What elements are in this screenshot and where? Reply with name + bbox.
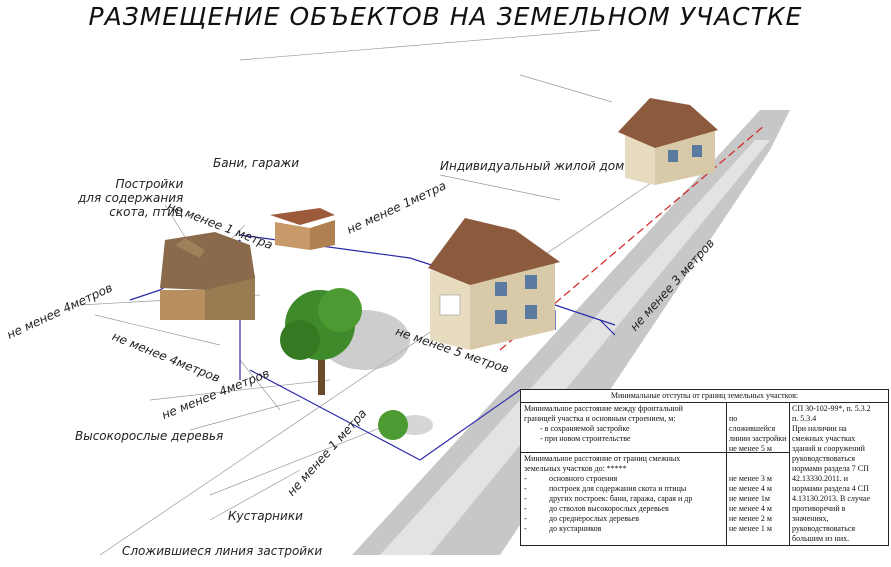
table-cell: до кустарников xyxy=(549,524,602,533)
table-cell: по xyxy=(729,414,738,423)
building-line-label: Сложившиеся линия застройки xyxy=(122,544,323,558)
table-cell: границей участка и основным строением, м… xyxy=(524,414,676,423)
livestock-label-line: скота, птиц xyxy=(109,204,184,219)
table-cell: Минимальное расстояние между фронтальной xyxy=(524,404,683,413)
small-house-icon xyxy=(618,98,718,185)
tall-trees-label: Высокорослые деревья xyxy=(75,429,224,443)
table-cell: п. 5.3.4 xyxy=(792,414,817,423)
page-title: РАЗМЕЩЕНИЕ ОБЪЕКТОВ НА ЗЕМЕЛЬНОМ УЧАСТКЕ xyxy=(88,2,803,31)
setback-table: Минимальные отступы от границ земельных … xyxy=(520,389,889,546)
table-cell: не менее 4 м xyxy=(729,504,772,513)
table-cell: руководствоваться xyxy=(792,454,856,463)
table-cell: противоречий в xyxy=(792,504,846,513)
table-row2-items: -основного строения -построек для содерж… xyxy=(524,474,693,533)
table-cell: основного строения xyxy=(549,474,618,483)
table-cell: - при новом строительстве xyxy=(540,434,631,443)
bathhouse-icon xyxy=(270,208,335,250)
table-row2-values: не менее 3 м не менее 4 м не менее 1м не… xyxy=(729,474,772,534)
road xyxy=(352,110,790,555)
table-cell: до стволов высокорослых деревьев xyxy=(549,504,669,513)
livestock-label-line: для содержания xyxy=(78,190,184,205)
table-cell: не менее 3 м xyxy=(729,474,772,483)
table-cell: - в сохраняемой застройке xyxy=(540,424,630,433)
table-caption: Минимальные отступы от границ земельных … xyxy=(610,391,799,400)
building-line xyxy=(499,124,766,351)
shrubs-label: Кустарники xyxy=(228,509,303,523)
table-cell: не менее 5 м xyxy=(729,444,772,453)
livestock-label-line: Постройки xyxy=(115,177,184,191)
house-icon xyxy=(428,218,560,350)
bush-icon xyxy=(378,410,433,440)
table-cell: нормами раздела 4 СП xyxy=(792,484,869,493)
table-cell: зданий и сооружений xyxy=(792,444,865,453)
table-cell: других построек: бани, гаража, сарая и д… xyxy=(549,494,693,503)
table-cell: не менее 1 м xyxy=(729,524,772,533)
table-cell: смежных участках xyxy=(792,434,856,443)
table-cell: 4.13130.2013. В случае xyxy=(792,494,871,503)
table-cell: линии застройки xyxy=(729,434,787,443)
table-cell: до среднерослых деревьев xyxy=(549,514,640,523)
table-cell: нормами раздела 7 СП xyxy=(792,464,869,473)
table-right-note: СП 30-102-99*, п. 5.3.2 п. 5.3.4 При нал… xyxy=(792,404,871,544)
table-cell: значениях, xyxy=(792,514,829,523)
table-cell: большим из них. xyxy=(792,534,850,543)
baths-label: Бани, гаражи xyxy=(213,156,300,170)
table-row1-value: по сложившейся линии застройки не менее … xyxy=(729,414,786,454)
table-cell: земельных участков до: ***** xyxy=(524,464,627,473)
table-cell: не менее 2 м xyxy=(729,514,772,523)
table-row1-text: Минимальное расстояние между фронтальной… xyxy=(524,404,683,444)
barn-icon xyxy=(160,232,255,320)
table-cell: не менее 4 м xyxy=(729,484,772,493)
livestock-label: Постройки для содержания скота, птиц xyxy=(78,177,184,219)
table-cell: 42.13330.2011. и xyxy=(792,474,848,483)
table-cell: При наличии на xyxy=(792,424,847,433)
table-cell: руководствоваться xyxy=(792,524,856,533)
table-cell: Минимальное расстояние от границ смежных xyxy=(524,454,681,463)
table-cell: сложившейся xyxy=(729,424,776,433)
table-cell: не менее 1м xyxy=(729,494,770,503)
house-label: Индивидуальный жилой дом xyxy=(440,159,625,173)
table-cell: построек для содержания скота и птицы xyxy=(549,484,687,493)
tree-icon xyxy=(280,288,410,395)
table-cell: СП 30-102-99*, п. 5.3.2 xyxy=(792,404,871,413)
table-row2-head: Минимальное расстояние от границ смежных… xyxy=(524,454,680,474)
